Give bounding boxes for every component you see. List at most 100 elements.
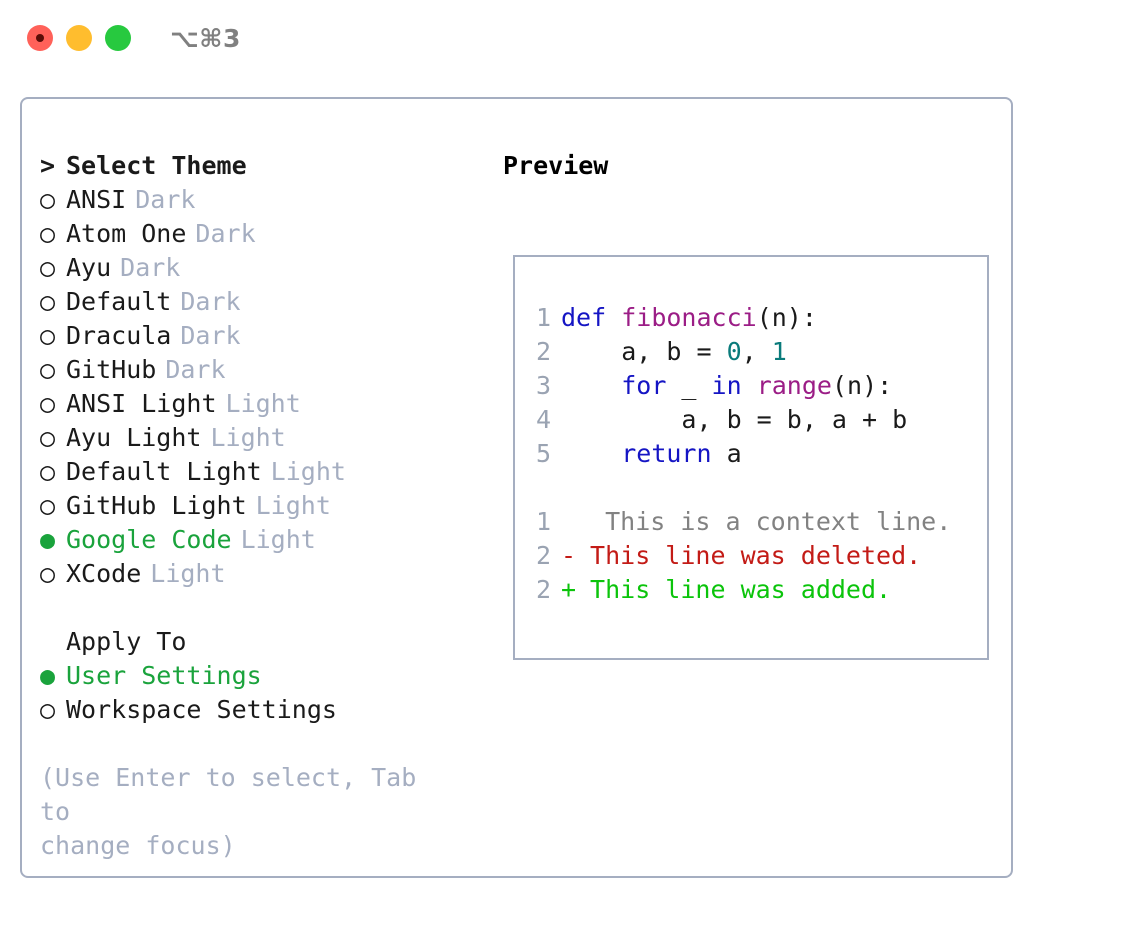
close-button-icon[interactable] xyxy=(27,25,53,51)
diff-sample: 1 This is a context line.2- This line wa… xyxy=(523,505,983,607)
radio-unselected-icon: ○ xyxy=(40,219,56,248)
code-line: 2 a, b = 0, 1 xyxy=(523,335,983,369)
theme-name-label: Ayu Light xyxy=(66,423,202,452)
apply-to-item[interactable]: ●User Settings xyxy=(40,659,480,693)
keyboard-shortcut-label: ⌥⌘3 xyxy=(170,24,241,53)
theme-variant-label: Light xyxy=(225,389,301,418)
radio-unselected-icon: ○ xyxy=(40,287,56,316)
diff-text: This line was added. xyxy=(575,575,892,604)
code-token: , xyxy=(741,337,772,366)
diff-marker-icon: + xyxy=(561,575,577,604)
theme-list-item[interactable]: ○ Ayu Light Light xyxy=(40,421,480,455)
theme-name-label: Default xyxy=(66,287,172,316)
radio-unselected-icon: ○ xyxy=(40,423,56,452)
theme-name-label: Google Code xyxy=(66,525,232,554)
diff-line: 2 + This line was added. xyxy=(523,573,983,607)
theme-list-item[interactable]: ○ Atom One Dark xyxy=(40,217,480,251)
theme-name-label: GitHub Light xyxy=(66,491,247,520)
theme-variant-label: Dark xyxy=(195,219,256,248)
apply-to-header: Apply To xyxy=(66,627,187,656)
radio-unselected-icon: ○ xyxy=(40,321,56,350)
theme-variant-label: Dark xyxy=(135,185,196,214)
prompt-caret-icon: > xyxy=(40,151,56,180)
line-number: 4 xyxy=(535,405,551,434)
apply-to-list: ●User Settings○Workspace Settings xyxy=(40,659,480,727)
theme-name-label: ANSI Light xyxy=(66,389,217,418)
theme-name-label: GitHub xyxy=(66,355,157,384)
radio-unselected-icon: ○ xyxy=(40,389,56,418)
select-theme-header: >Select Theme xyxy=(40,149,480,183)
radio-unselected-icon: ○ xyxy=(40,491,56,520)
theme-list-item[interactable]: ○ GitHub Dark xyxy=(40,353,480,387)
code-line: 5 return a xyxy=(523,437,983,471)
code-token xyxy=(561,371,621,400)
theme-list-item[interactable]: ○ ANSI Light Light xyxy=(40,387,480,421)
maximize-button-icon[interactable] xyxy=(105,25,131,51)
apply-to-label: User Settings xyxy=(66,661,262,690)
theme-list-item[interactable]: ○ Default Dark xyxy=(40,285,480,319)
theme-variant-label: Light xyxy=(240,525,316,554)
theme-list-item[interactable]: ○ GitHub Light Light xyxy=(40,489,480,523)
code-token: a, b = b, a + b xyxy=(561,405,908,434)
keyboard-hint-text: (Use Enter to select, Tab to change focu… xyxy=(40,763,417,860)
line-number: 5 xyxy=(535,439,551,468)
radio-unselected-icon: ○ xyxy=(40,457,56,486)
diff-line: 1 This is a context line. xyxy=(523,505,983,539)
theme-variant-label: Light xyxy=(270,457,346,486)
theme-name-label: XCode xyxy=(66,559,142,588)
diff-text: This is a context line. xyxy=(575,507,952,536)
theme-variant-label: Light xyxy=(255,491,331,520)
radio-unselected-icon: ○ xyxy=(40,355,56,384)
line-number: 1 xyxy=(535,303,551,332)
line-number: 1 xyxy=(535,507,551,536)
preview-title: Preview xyxy=(503,151,609,180)
theme-variant-label: Dark xyxy=(180,287,241,316)
code-token: a, b = xyxy=(561,337,727,366)
code-line: 4 a, b = b, a + b xyxy=(523,403,983,437)
code-token: def xyxy=(561,303,622,332)
code-token: (n): xyxy=(756,303,817,332)
diff-line: 2- This line was deleted. xyxy=(523,539,983,573)
theme-name-label: Ayu xyxy=(66,253,112,282)
theme-name-label: Dracula xyxy=(66,321,172,350)
line-number: 2 xyxy=(535,575,551,604)
theme-variant-label: Light xyxy=(210,423,286,452)
minimize-button-icon[interactable] xyxy=(66,25,92,51)
theme-list-item[interactable]: ● Google Code Light xyxy=(40,523,480,557)
diff-text: This line was deleted. xyxy=(575,541,922,570)
radio-selected-icon: ● xyxy=(40,525,56,554)
theme-variant-label: Dark xyxy=(165,355,226,384)
code-token: _ xyxy=(666,371,712,400)
code-token xyxy=(561,439,621,468)
code-line: 3 for _ in range(n): xyxy=(523,369,983,403)
theme-name-label: Default Light xyxy=(66,457,262,486)
theme-variant-label: Light xyxy=(150,559,226,588)
code-token: range xyxy=(756,371,832,400)
apply-to-label: Workspace Settings xyxy=(66,695,337,724)
title-bar: ⌥⌘3 xyxy=(0,0,1140,78)
code-diff-separator xyxy=(523,471,983,505)
line-number: 2 xyxy=(535,541,551,570)
code-line: 1 def fibonacci(n): xyxy=(523,301,983,335)
theme-list-item[interactable]: ○ Default Light Light xyxy=(40,455,480,489)
line-number: 2 xyxy=(535,337,551,366)
code-token: fibonacci xyxy=(621,303,757,332)
code-token: 1 xyxy=(771,337,787,366)
code-token: (n): xyxy=(831,371,893,400)
diff-marker-icon: - xyxy=(561,541,577,570)
code-token: in xyxy=(711,371,742,400)
theme-name-label: Atom One xyxy=(66,219,187,248)
apply-to-item[interactable]: ○Workspace Settings xyxy=(40,693,480,727)
theme-variant-label: Dark xyxy=(120,253,181,282)
code-token: for xyxy=(621,371,667,400)
